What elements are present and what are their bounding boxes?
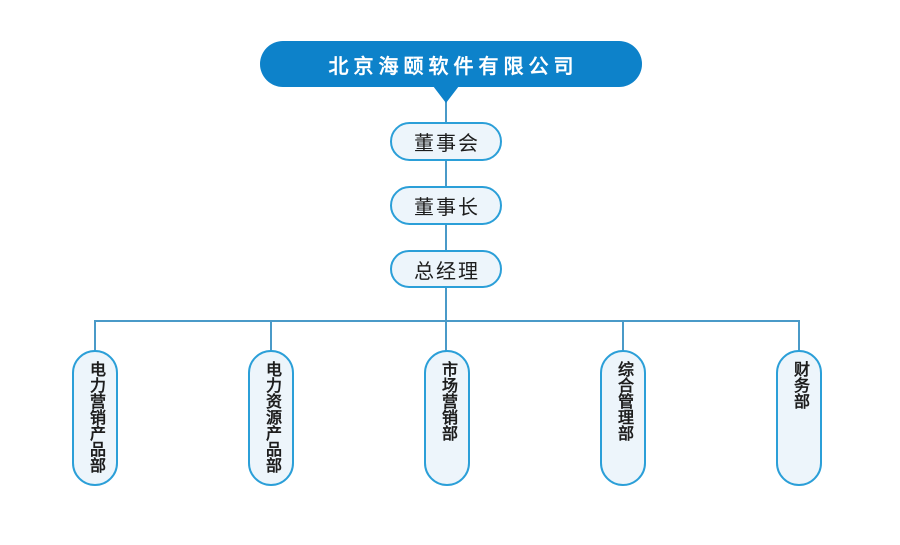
dept-label: 综合管理部 (615, 361, 632, 441)
org-node-dept-power-resource-products: 电力资源产品部 (248, 350, 294, 486)
org-node-dept-power-marketing-products: 电力营销产品部 (72, 350, 118, 486)
dept-label: 电力营销产品部 (87, 361, 104, 473)
org-node-general-manager: 总经理 (390, 250, 502, 288)
connector-drop-dept-3 (445, 320, 447, 351)
org-node-dept-general-management: 综合管理部 (600, 350, 646, 486)
dept-label: 市场营销部 (439, 361, 456, 441)
chairman-label: 董事长 (414, 197, 480, 219)
root-pointer-tail-icon (433, 86, 459, 103)
connector-board-to-chairman (445, 160, 447, 187)
connector-gm-to-bus (445, 288, 447, 322)
connector-drop-dept-1 (94, 320, 96, 351)
dept-label: 电力资源产品部 (263, 361, 280, 473)
connector-root-to-board (445, 87, 447, 123)
board-label: 董事会 (414, 133, 480, 155)
connector-drop-dept-4 (622, 320, 624, 351)
org-node-chairman: 董事长 (390, 186, 502, 225)
org-node-company: 北京海颐软件有限公司 (260, 41, 642, 87)
org-node-dept-marketing: 市场营销部 (424, 350, 470, 486)
company-label: 北京海颐软件有限公司 (328, 55, 579, 78)
general-manager-label: 总经理 (414, 260, 480, 283)
dept-label: 财务部 (791, 361, 808, 409)
connector-drop-dept-2 (270, 320, 272, 351)
org-node-dept-finance: 财务部 (776, 350, 822, 486)
org-node-board: 董事会 (390, 122, 502, 161)
connector-chairman-to-gm (445, 224, 447, 251)
connector-bus-line (94, 320, 800, 322)
connector-drop-dept-5 (798, 320, 800, 351)
